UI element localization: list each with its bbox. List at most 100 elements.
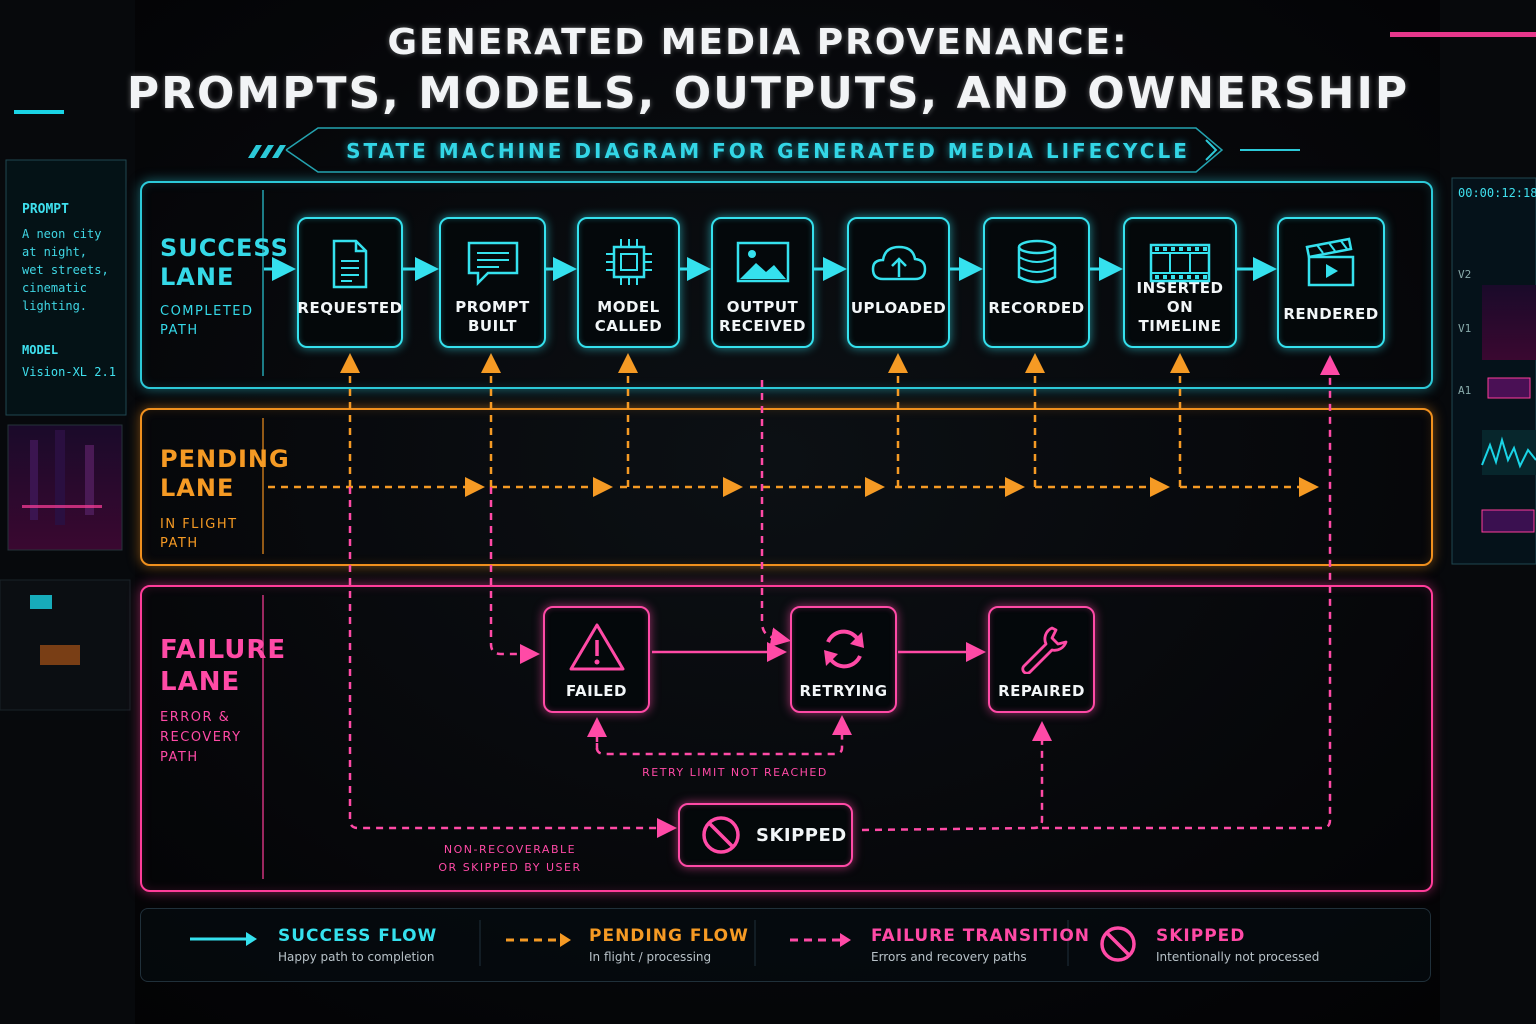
prompt-line: wet streets, (22, 263, 109, 277)
state-label: RETRYING (799, 682, 888, 700)
lane-divider (262, 190, 264, 376)
state-label: INSERTED ON (1136, 279, 1224, 316)
no-entry-icon (702, 816, 740, 854)
state-label: REPAIRED (998, 682, 1085, 700)
track-label: V2 (1458, 268, 1472, 281)
legend-item-success: SUCCESS FLOW Happy path to completion (278, 926, 437, 964)
state-label: RECEIVED (719, 317, 806, 335)
title-line-2: PROMPTS, MODELS, OUTPUTS, AND OWNERSHIP (126, 68, 1410, 119)
legend-desc: Happy path to completion (278, 950, 435, 964)
lane-title: LANE (160, 474, 235, 502)
state-label: CALLED (594, 317, 663, 335)
lane-subtitle: COMPLETED (160, 304, 254, 319)
annotation-line: NON-RECOVERABLE (443, 843, 577, 856)
title-line-1: GENERATED MEDIA PROVENANCE: (387, 22, 1129, 63)
lane-subtitle: PATH (160, 536, 199, 551)
model-label: MODEL (22, 343, 59, 357)
lane-subtitle: IN FLIGHT (160, 517, 238, 532)
lane-subtitle: PATH (160, 750, 199, 765)
prompt-text: A neon city at night, wet streets, cinem… (22, 225, 122, 315)
state-output-received: OUTPUT RECEIVED (711, 217, 814, 348)
wrench-icon (1020, 626, 1067, 674)
pending-flow-swatch (506, 933, 571, 947)
state-label: BUILT (467, 317, 517, 335)
state-inserted-on-timeline: INSERTED ON TIMELINE (1123, 217, 1237, 348)
state-failed: FAILED (543, 606, 650, 713)
cloud-upload-icon (871, 245, 926, 281)
pending-flow-arrows (268, 353, 1319, 497)
lane-divider (262, 418, 264, 554)
success-lane-header: SUCCESS LANE COMPLETED PATH (160, 234, 289, 340)
state-retrying: RETRYING (790, 606, 897, 713)
state-uploaded: UPLOADED (847, 217, 950, 348)
timecode: 00:00:12:18 (1458, 186, 1536, 200)
legend-item-skipped: SKIPPED Intentionally not processed (1156, 926, 1319, 964)
failure-transition-swatch (790, 933, 851, 947)
image-icon (736, 241, 789, 283)
legend-item-failure: FAILURE TRANSITION Errors and recovery p… (871, 926, 1090, 964)
legend (140, 908, 1431, 982)
model-value: Vision-XL 2.1 (22, 365, 116, 379)
prompt-label: PROMPT (22, 202, 69, 217)
retry-limit-annotation: RETRY LIMIT NOT REACHED (642, 766, 828, 779)
failure-lane (140, 585, 1433, 892)
success-flow-swatch (190, 932, 257, 946)
refresh-icon (823, 629, 864, 669)
state-label: UPLOADED (850, 299, 947, 317)
prompt-panel: PROMPT A neon city at night, wet streets… (22, 202, 122, 379)
lane-subtitle: ERROR & (160, 710, 231, 725)
database-icon (1017, 239, 1056, 284)
chip-icon (605, 239, 652, 285)
state-label: PROMPT (455, 298, 530, 316)
track-label: V1 (1458, 322, 1472, 335)
pending-lane (140, 408, 1433, 566)
state-recorded: RECORDED (983, 217, 1090, 348)
state-label: MODEL (597, 298, 660, 316)
legend-title: SUCCESS FLOW (278, 926, 438, 946)
state-model-called: MODEL CALLED (577, 217, 680, 348)
lane-title: FAILURE (160, 635, 287, 665)
prompt-line: cinematic (22, 281, 88, 295)
lane-title: LANE (160, 667, 241, 697)
lane-title: SUCCESS (160, 234, 289, 262)
prompt-line: at night, (22, 245, 88, 259)
prompt-line: lighting. (22, 299, 88, 313)
state-label: FAILED (566, 682, 627, 700)
warning-icon (569, 623, 624, 671)
track-label: A1 (1458, 384, 1472, 397)
success-lane (140, 181, 1433, 389)
prompt-line: A neon city (22, 227, 102, 241)
clapperboard-icon (1305, 237, 1355, 287)
lane-subtitle: PATH (160, 323, 199, 338)
no-entry-icon (1100, 926, 1136, 962)
lane-subtitle: RECOVERY (160, 730, 242, 745)
state-skipped: SKIPPED (678, 803, 853, 867)
legend-item-pending: PENDING FLOW In flight / processing (589, 926, 749, 964)
legend-title: PENDING FLOW (589, 926, 749, 946)
failure-transitions (348, 355, 1340, 838)
state-rendered: RENDERED (1277, 217, 1385, 348)
pending-lane-header: PENDING LANE IN FLIGHT PATH (160, 445, 290, 553)
legend-title: SKIPPED (1156, 926, 1246, 946)
diagram-subtitle: STATE MACHINE DIAGRAM FOR GENERATED MEDI… (346, 139, 1190, 163)
annotation-line: OR SKIPPED BY USER (438, 861, 582, 874)
state-label: OUTPUT (726, 298, 799, 316)
state-label: SKIPPED (756, 824, 847, 846)
failure-lane-header: FAILURE LANE ERROR & RECOVERY PATH (160, 634, 286, 768)
state-requested: REQUESTED (297, 217, 403, 348)
state-label: TIMELINE (1138, 317, 1222, 335)
legend-title: FAILURE TRANSITION (871, 926, 1091, 946)
lane-title: PENDING (160, 445, 290, 473)
legend-desc: Intentionally not processed (1156, 950, 1320, 964)
state-prompt-built: PROMPT BUILT (439, 217, 546, 348)
non-recoverable-annotation: NON-RECOVERABLE OR SKIPPED BY USER (420, 841, 600, 877)
lane-title: LANE (160, 263, 235, 291)
legend-desc: In flight / processing (589, 950, 712, 964)
legend-desc: Errors and recovery paths (871, 950, 1027, 964)
chat-bubble-icon (467, 241, 518, 287)
state-repaired: REPAIRED (988, 606, 1095, 713)
